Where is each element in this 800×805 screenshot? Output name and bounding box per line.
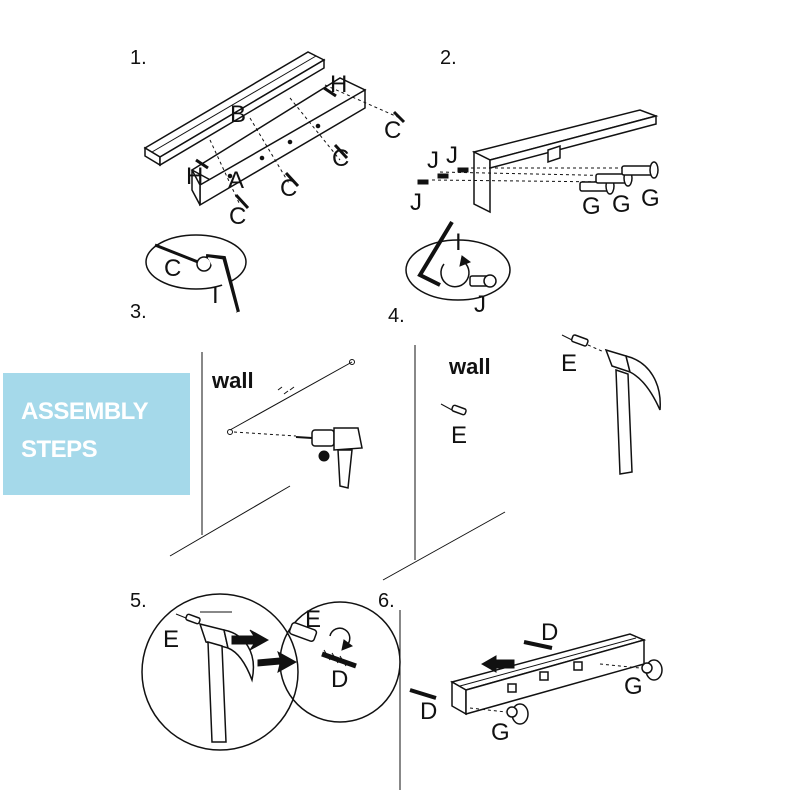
hammer-icon [198,622,255,743]
step-number-4: 4. [388,305,405,327]
part-label-g: G [641,185,660,212]
part-label-b: B [230,101,246,128]
part-label-g: G [491,719,510,746]
part-label-h: H [186,163,203,190]
step6-mount-shelf-illustration [399,610,663,790]
part-label-g: G [612,191,631,218]
part-label-c: C [384,117,401,144]
part-label-i: I [455,229,462,256]
part-label-h: H [330,71,347,98]
step5-hammer-anchor-illustration [141,593,401,751]
step-number-2: 2. [440,47,457,69]
step2-detail-hexkey-rotation [405,220,511,301]
part-label-e: E [561,350,577,377]
part-label-c: C [280,175,297,202]
part-label-g: G [582,193,601,220]
hammer-icon [604,348,661,475]
part-label-e: E [163,626,179,653]
part-label-e: E [305,606,321,633]
step1-shelf-illustration [143,51,406,210]
step2-shelf-hooks-illustration [417,109,659,214]
step4-wall-anchor-illustration [382,334,661,581]
part-label-j: J [446,142,458,169]
part-label-a: A [228,167,244,194]
drill-icon [295,427,363,489]
part-label-i: I [212,282,219,309]
banner-line-2: STEPS [21,436,98,463]
part-label-c: C [164,255,181,282]
part-label-g: G [624,673,643,700]
part-label-c: C [332,145,349,172]
step3-wall-drill-illustration [169,352,363,557]
banner-line-1: ASSEMBLY [21,398,149,425]
part-label-d: D [420,698,437,725]
part-label-c: C [229,203,246,230]
step-number-1: 1. [130,47,147,69]
part-label-d: D [331,666,348,693]
step1-detail-screw-hexkey [145,234,247,313]
wall-label: wall [448,354,491,379]
part-label-j: J [474,291,486,318]
part-label-e: E [451,422,467,449]
banner-title: ASSEMBLY STEPS [21,393,149,469]
part-label-j: J [410,189,422,216]
step-number-3: 3. [130,301,147,323]
part-label-d: D [541,619,558,646]
part-label-j: J [427,147,439,174]
wall-label: wall [211,368,254,393]
step-number-6: 6. [378,590,395,612]
step-number-5: 5. [130,590,147,612]
assembly-steps-banner: ASSEMBLY STEPS [3,373,190,495]
